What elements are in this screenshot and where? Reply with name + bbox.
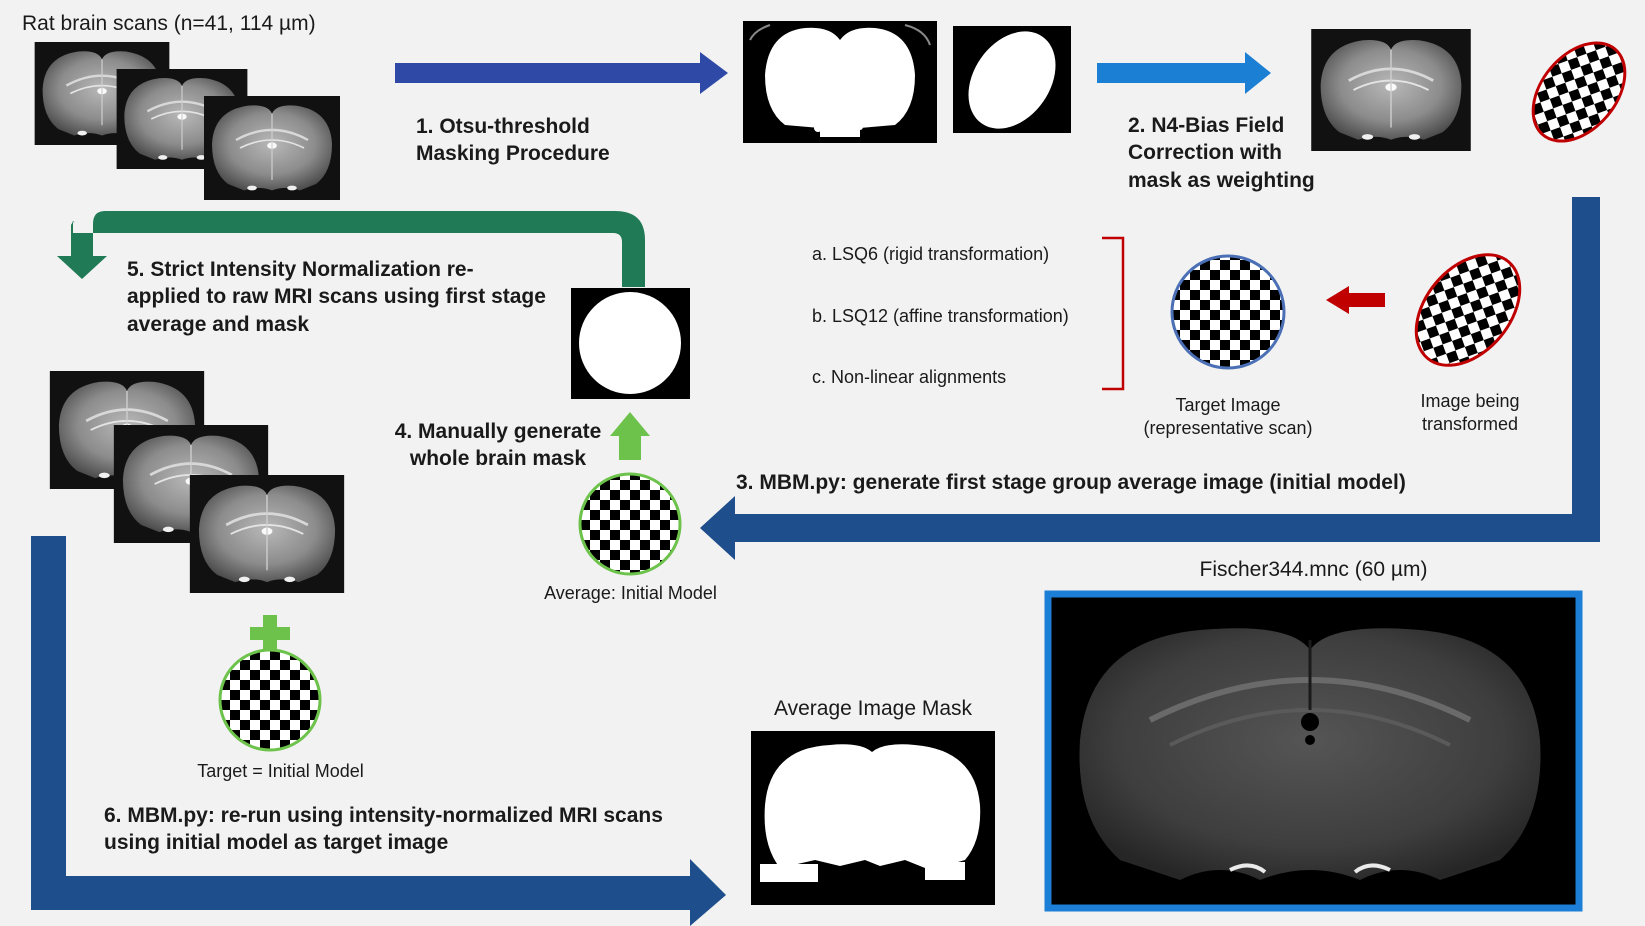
step2-arrow: [1097, 52, 1271, 94]
registration-bracket: [1102, 236, 1125, 391]
target-image-label: Target Image (representative scan): [1143, 395, 1313, 439]
registration-step-a: a. LSQ6 (rigid transformation): [812, 244, 1050, 264]
moving-image-label: Image being transformed: [1420, 391, 1520, 435]
fischer344-template-image: [1044, 590, 1583, 912]
target-initial-model-checker-icon: [218, 648, 322, 752]
registration-step-b: b. LSQ12 (affine transformation): [812, 306, 1069, 326]
step3-label: 3. MBM.py: generate first stage group av…: [736, 471, 1406, 494]
step3-arrow: [700, 197, 1600, 560]
normalized-scan-3: [188, 475, 346, 593]
registration-step-c: c. Non-linear alignments: [812, 367, 1007, 387]
n4-corrected-scan: [1309, 29, 1473, 151]
average-image-mask: [751, 731, 995, 905]
average-initial-model-label: Average: Initial Model: [544, 583, 717, 603]
target-initial-model-label: Target = Initial Model: [197, 761, 364, 781]
n4-bias-checker-icon: [1531, 41, 1627, 143]
step6-arrow: [31, 536, 726, 926]
normalized-scan-stack: [48, 371, 346, 593]
target-image-checker-icon: [1170, 254, 1286, 370]
step1-arrow: [395, 52, 728, 94]
step2-label: 2. N4-Bias Field Correction with mask as…: [1128, 114, 1315, 192]
moving-image-checker-icon: [1414, 253, 1522, 367]
otsu-threshold-image: [743, 21, 937, 143]
average-initial-model-checker-icon: [578, 472, 682, 576]
step4-label: 4. Manually generate whole brain mask: [394, 420, 602, 471]
step1-label: 1. Otsu-threshold Masking Procedure: [416, 115, 610, 166]
ellipse-mask-image: [953, 26, 1071, 133]
mask-title: Average Image Mask: [773, 697, 973, 720]
step6-label: 6. MBM.py: re-run using intensity-normal…: [104, 804, 663, 855]
average-brain-mask-image: [571, 288, 690, 399]
step5-label: 5. Strict Intensity Normalization re- ap…: [127, 258, 546, 336]
raw-scan-stack: [33, 42, 342, 200]
final-template-title: Fischer344.mnc (60 µm): [1199, 558, 1428, 581]
plus-icon: [250, 615, 290, 652]
step4-arrow: [610, 412, 650, 460]
scans-title: Rat brain scans (n=41, 114 µm): [22, 12, 316, 35]
registration-arrow: [1326, 286, 1385, 314]
raw-scan-3: [202, 96, 342, 200]
step5-arrow: [57, 211, 645, 287]
